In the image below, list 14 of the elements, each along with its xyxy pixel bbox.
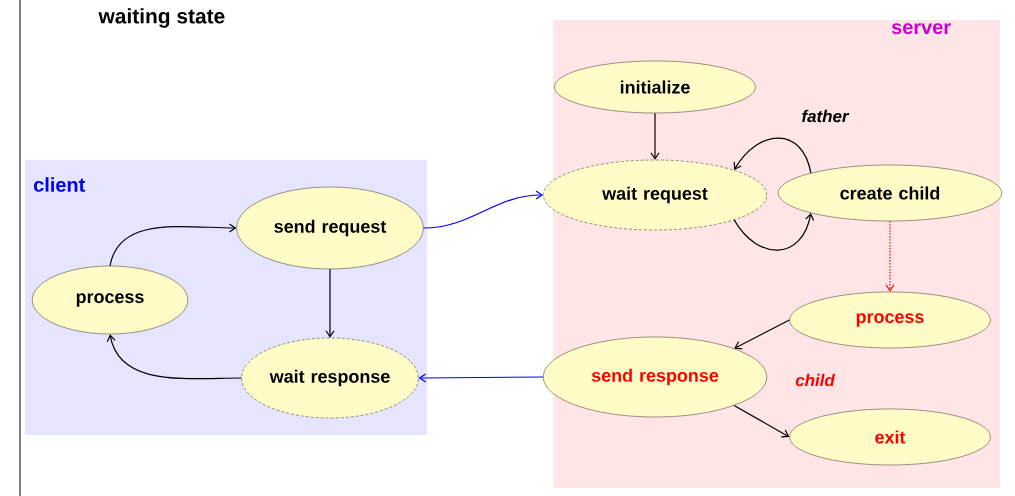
arrow (733, 404, 790, 438)
arrow (885, 220, 895, 292)
arrow (418, 373, 544, 383)
arrow (733, 212, 815, 251)
arrow (109, 223, 237, 267)
arrow (422, 190, 544, 229)
title: waiting state (98, 8, 225, 28)
arrow (650, 112, 660, 160)
child-label: child (795, 373, 836, 387)
father-label: father (802, 109, 850, 123)
arrow (733, 137, 812, 174)
arrow (106, 334, 242, 380)
arrow (325, 268, 335, 338)
arrow (734, 319, 790, 350)
